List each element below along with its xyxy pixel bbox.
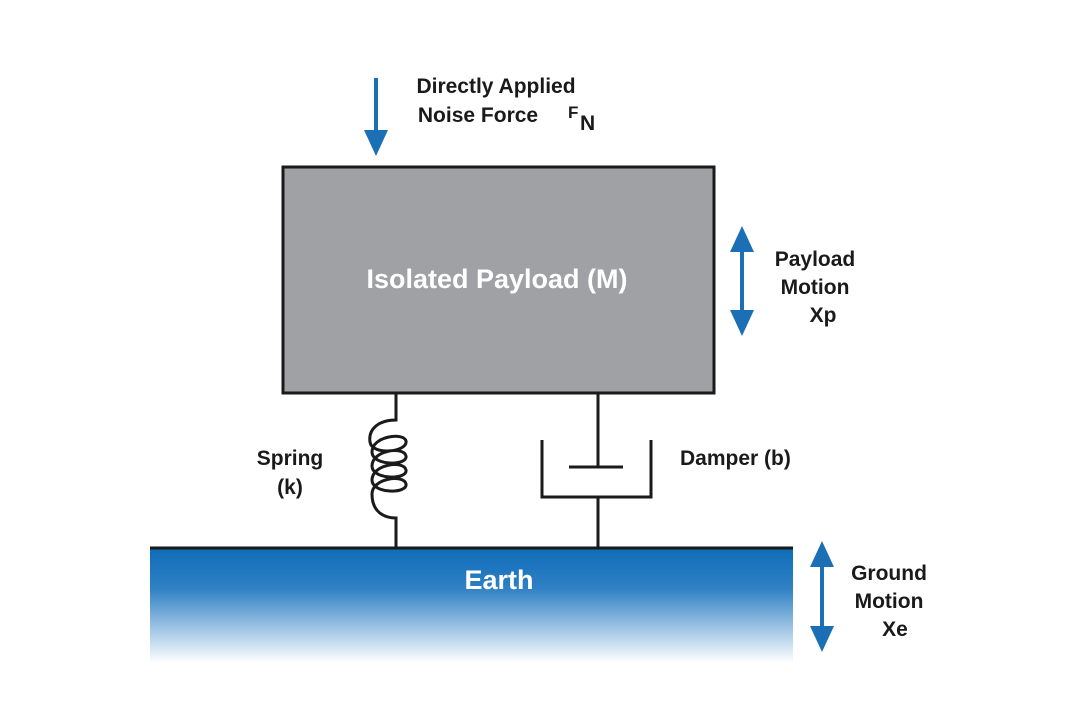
- ground-motion-arrow-icon: [810, 541, 834, 652]
- spring-icon: [368, 393, 408, 548]
- payload-motion-line1: Payload: [775, 248, 856, 271]
- noise-force-arrow-icon: [364, 78, 388, 156]
- payload-mass-box: [281, 165, 716, 395]
- payload-label: Isolated Payload (M): [366, 264, 627, 294]
- earth-label: Earth: [464, 565, 533, 595]
- payload-motion-line2: Motion: [781, 276, 850, 299]
- earth-ground: [150, 548, 793, 663]
- spring-label-line2: (k): [277, 476, 303, 499]
- payload-motion-arrow-icon: [730, 226, 754, 336]
- ground-motion-line2: Motion: [855, 590, 924, 613]
- force-subscript: N: [580, 112, 595, 135]
- spring-label-line1: Spring: [257, 447, 324, 470]
- force-label-line1: Directly Applied: [416, 75, 575, 98]
- damper-label: Damper (b): [680, 447, 791, 470]
- force-label-line2: Noise Force: [418, 104, 538, 127]
- ground-motion-line3: Xe: [882, 618, 908, 641]
- damper-icon: [540, 393, 653, 548]
- payload-motion-line3: Xp: [810, 304, 837, 327]
- ground-motion-line1: Ground: [851, 562, 927, 585]
- force-symbol: F: [568, 103, 578, 122]
